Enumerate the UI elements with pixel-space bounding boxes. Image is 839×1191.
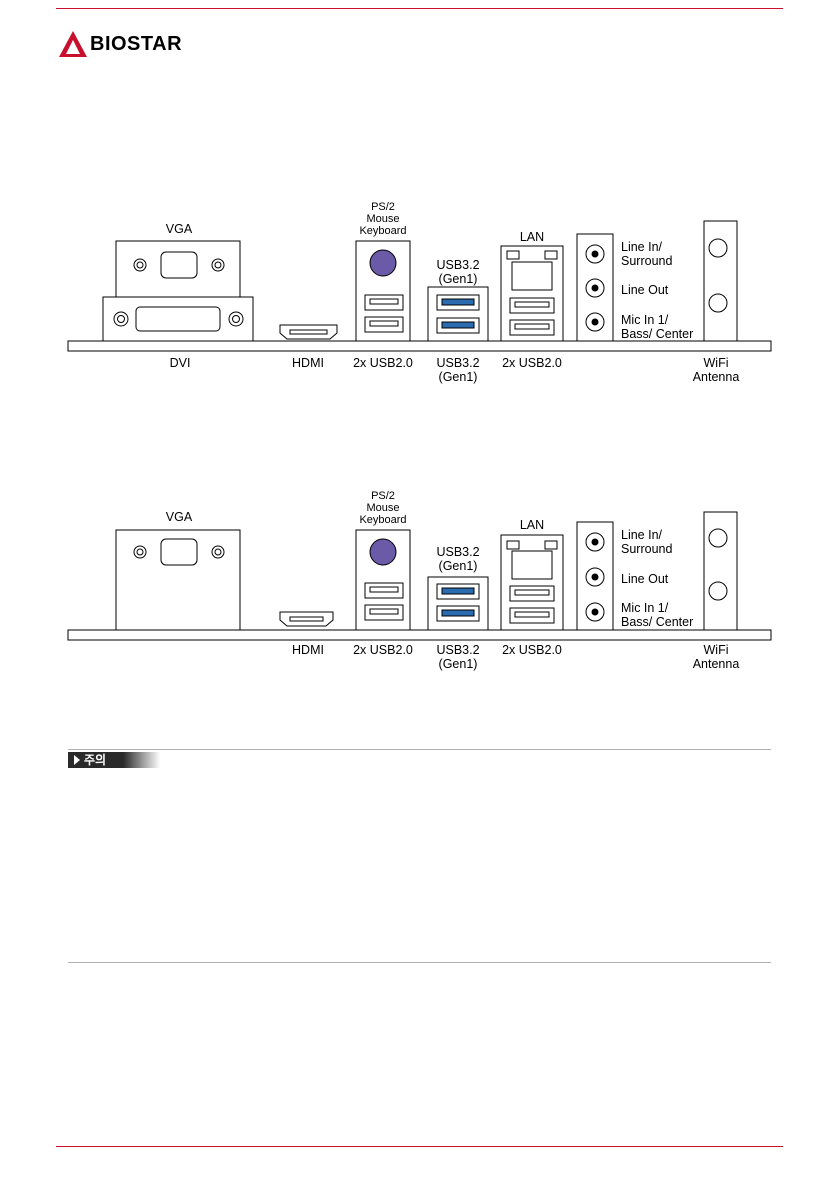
label-mic-in-1: Mic In 1/ Bass/ Center <box>621 313 694 341</box>
label-lan-2: LAN <box>519 518 545 532</box>
label-wifi-2: WiFi Antenna <box>692 643 740 671</box>
label-wifi-1: WiFi Antenna <box>692 356 740 384</box>
label-line-out-2: Line Out <box>621 572 669 586</box>
label-usb32-bottom-2: USB3.2 (Gen1) <box>436 643 480 671</box>
play-arrow-icon <box>74 755 80 765</box>
label-usb32-top-1: USB3.2 (Gen1) <box>436 258 480 286</box>
caution-label: 주의 <box>84 753 107 767</box>
label-line-in-1: Line In/ Surround <box>621 240 673 268</box>
label-mic-in-2: Mic In 1/ Bass/ Center <box>621 601 694 629</box>
label-lan-1: LAN <box>519 230 545 244</box>
label-usb20-b-1: 2x USB2.0 <box>502 356 562 370</box>
io-panel-diagram-1 <box>67 220 772 352</box>
label-usb20-a-1: 2x USB2.0 <box>353 356 413 370</box>
biostar-logo-icon <box>59 31 87 57</box>
caution-header: 주의 <box>68 752 160 768</box>
label-hdmi-1: HDMI <box>292 356 324 370</box>
label-vga-1: VGA <box>165 222 193 236</box>
label-usb32-bottom-1: USB3.2 (Gen1) <box>436 356 480 384</box>
label-usb32-top-2: USB3.2 (Gen1) <box>436 545 480 573</box>
label-dvi-1: DVI <box>169 356 191 370</box>
label-line-out-1: Line Out <box>621 283 669 297</box>
header-rule <box>56 8 783 9</box>
caution-bottom-rule <box>68 962 771 963</box>
label-usb20-a-2: 2x USB2.0 <box>353 643 413 657</box>
label-ps2-2: PS/2 Mouse Keyboard <box>359 490 407 526</box>
label-usb20-b-2: 2x USB2.0 <box>502 643 562 657</box>
label-hdmi-2: HDMI <box>292 643 324 657</box>
label-vga-2: VGA <box>165 510 193 524</box>
footer-rule <box>56 1146 783 1147</box>
io-panel-diagram-2 <box>67 511 772 641</box>
label-line-in-2: Line In/ Surround <box>621 528 673 556</box>
caution-top-rule <box>68 749 771 750</box>
brand-name: BIOSTAR <box>90 33 183 55</box>
label-ps2-1: PS/2 Mouse Keyboard <box>359 201 407 237</box>
